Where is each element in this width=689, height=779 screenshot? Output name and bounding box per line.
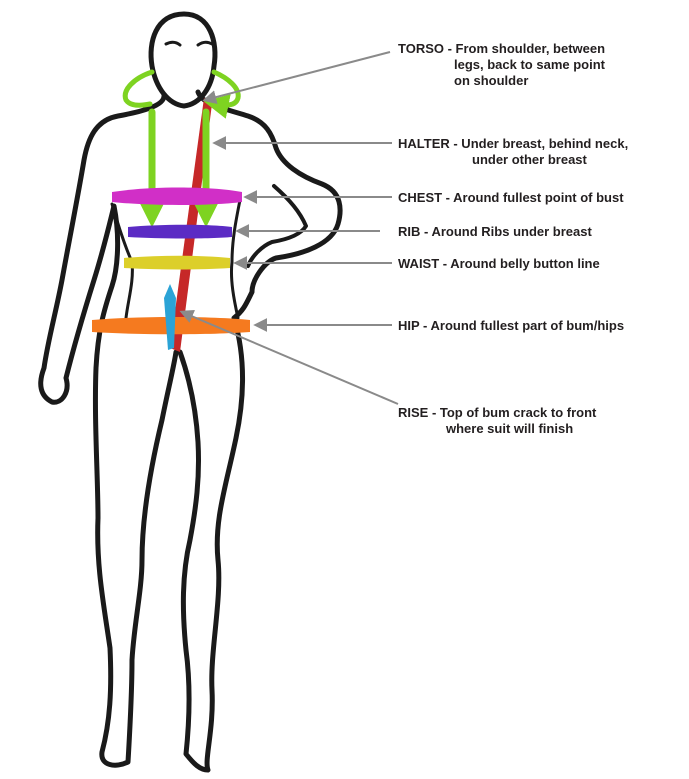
waist-label: WAIST - Around belly button line — [398, 256, 600, 272]
torso-label: TORSO - From shoulder, between legs, bac… — [398, 41, 605, 89]
halter-loop-left — [122, 69, 155, 108]
torso-pointer — [202, 51, 391, 104]
halter-label: HALTER - Under breast, behind neck, unde… — [398, 136, 628, 168]
hip-label: HIP - Around fullest part of bum/hips — [398, 318, 624, 334]
halter-label-line-2: under other breast — [472, 152, 587, 167]
chest-band — [112, 187, 242, 205]
rise-band — [164, 284, 176, 350]
halter-label-line-1: HALTER - Under breast, behind neck, — [398, 136, 629, 151]
rib-label-line-1: RIB - Around Ribs under breast — [398, 224, 592, 239]
waist-band — [124, 255, 230, 270]
rib-label: RIB - Around Ribs under breast — [398, 224, 592, 240]
inner-right-arm — [246, 184, 308, 268]
torso-label-line-3: on shoulder — [454, 73, 529, 88]
rise-pointer — [179, 309, 399, 405]
head-outline — [148, 11, 218, 109]
figure-outline — [38, 11, 343, 773]
waist-label-line-1: WAIST - Around belly button line — [398, 256, 600, 271]
left-eye — [164, 40, 182, 47]
torso-label-line-2: legs, back to same point — [454, 57, 605, 72]
chest-label-line-1: CHEST - Around fullest point of bust — [398, 190, 624, 205]
hip-label-line-1: HIP - Around fullest part of bum/hips — [398, 318, 625, 333]
figure-right-side — [177, 89, 343, 773]
rise-label-line-2: where suit will finish — [446, 421, 574, 436]
torso-label-line-1: TORSO - From shoulder, between — [398, 41, 606, 56]
rise-label-line-1: RISE - Top of bum crack to front — [398, 405, 597, 420]
pointer-arrows — [179, 51, 399, 405]
rib-band — [128, 224, 232, 239]
chest-label: CHEST - Around fullest point of bust — [398, 190, 624, 206]
rise-label: RISE - Top of bum crack to front where s… — [398, 405, 596, 437]
halter-loop-right — [203, 69, 241, 119]
torso-inner-line-right — [230, 198, 242, 320]
right-eye — [196, 40, 214, 47]
